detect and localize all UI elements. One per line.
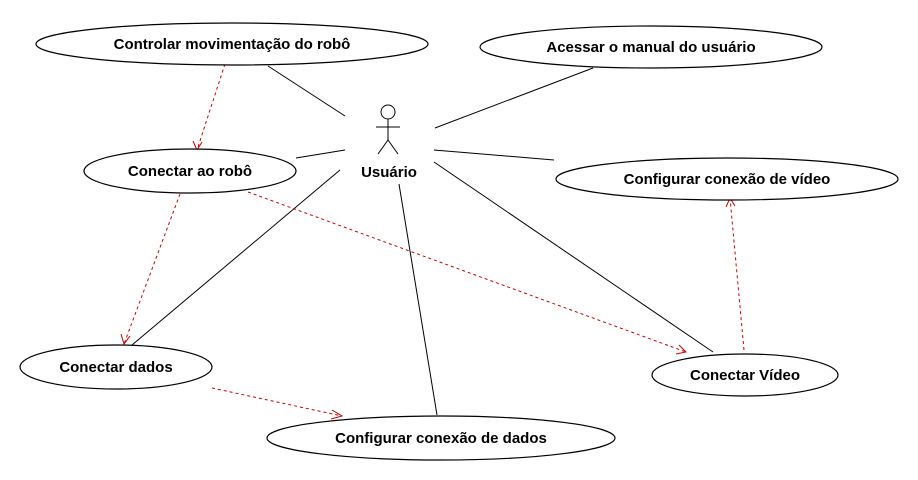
use-case-ellipse <box>555 157 899 201</box>
use-case-label: Conectar ao robô <box>128 163 252 180</box>
use-case-conectar-dados[interactable]: Conectar dados <box>19 344 213 390</box>
use-case-controlar[interactable]: Controlar movimentação do robô <box>35 22 429 66</box>
use-case-label: Conectar Vídeo <box>690 367 800 384</box>
use-case-ellipse <box>651 353 839 397</box>
use-case-conectar-robo[interactable]: Conectar ao robô <box>83 148 297 194</box>
actor-usuario[interactable]: Usuário <box>361 104 417 181</box>
use-case-config-dados[interactable]: Configurar conexão de dados <box>266 415 616 461</box>
use-case-config-video[interactable]: Configurar conexão de vídeo <box>555 157 899 201</box>
actor-label: Usuário <box>361 164 417 181</box>
use-case-label: Configurar conexão de vídeo <box>624 171 831 188</box>
use-case-label: Acessar o manual do usuário <box>546 39 755 56</box>
use-case-label: Conectar dados <box>59 359 172 376</box>
association-conectar-dados <box>131 169 341 346</box>
dependency-conectar-robo-to-conectar-dados <box>123 193 181 345</box>
use-case-ellipse <box>19 344 213 390</box>
arrowhead-icon <box>675 344 688 355</box>
association-controlar <box>267 65 346 117</box>
use-case-ellipse <box>83 148 297 194</box>
dependency-conectar-video-to-config-video <box>729 197 745 351</box>
association-config-dados <box>398 183 438 416</box>
dependency-conectar-dados-to-config-dados <box>211 387 343 417</box>
association-manual <box>434 67 594 129</box>
use-case-ellipse <box>266 415 616 461</box>
use-case-ellipse <box>35 22 429 66</box>
use-case-label: Configurar conexão de dados <box>335 430 547 447</box>
use-case-conectar-video[interactable]: Conectar Vídeo <box>651 353 839 397</box>
dependency-conectar-robo-to-conectar-video <box>247 191 687 353</box>
use-case-ellipse <box>479 25 823 69</box>
association-conectar-robo <box>295 149 346 159</box>
associations <box>131 65 714 416</box>
association-conectar-video <box>433 161 714 353</box>
dependency-controlar-to-conectar-robo <box>196 63 226 151</box>
use-case-manual[interactable]: Acessar o manual do usuário <box>479 25 823 69</box>
stick-figure-icon <box>376 104 400 155</box>
association-config-video <box>433 149 555 161</box>
arrowhead-icon <box>120 333 131 346</box>
arrowhead-icon <box>330 409 344 420</box>
use-case-label: Controlar movimentação do robô <box>114 36 351 53</box>
dependencies <box>120 63 745 420</box>
